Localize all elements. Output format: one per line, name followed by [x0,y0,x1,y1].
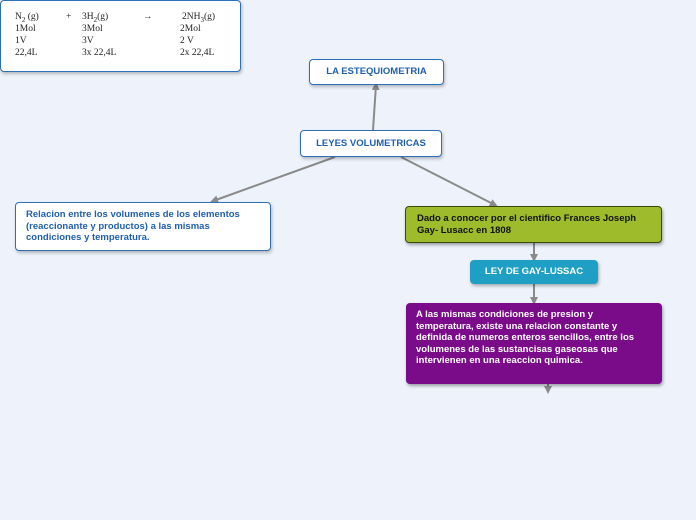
eq-nh3-symbol: 2NH [182,12,201,22]
eq-vol-h2: 3V [82,36,94,46]
eq-vol-n2: 1V [15,36,27,46]
eq-n2-state: (g) [25,12,39,22]
eq-n2-subscript: 2 [21,15,26,24]
eq-litros-h2: 3x 22,4L [82,48,117,58]
node-la-estequiometria-label: LA ESTEQUIOMETRIA [326,66,427,78]
eq-nh3-state: (g) [203,12,216,22]
eq-nh3: 2NH3(g) [182,12,215,24]
node-ecuacion-quimica[interactable]: N2 (g) + 3H2(g) → 2NH3(g) 1Mol 3Mol 2Mol… [0,0,241,72]
eq-h2-state: (g) [97,12,109,22]
node-relacion-label: Relacion entre los volumenes de los elem… [26,209,240,243]
eq-vol-nh3: 2 V [180,36,194,46]
eq-litros-nh3: 2x 22,4L [180,48,215,58]
node-definicion-ley-label: A las mismas condiciones de presion y te… [416,309,635,366]
node-ley-de-gay-lussac[interactable]: LEY DE GAY-LUSSAC [470,260,598,284]
eq-h2-subscript: 2 [93,15,98,24]
eq-h2: 3H2(g) [82,12,108,24]
node-la-estequiometria[interactable]: LA ESTEQUIOMETRIA [309,59,444,85]
eq-nh3-subscript: 3 [200,15,204,24]
eq-mol-nh3: 2Mol [180,24,201,34]
eq-mol-n2: 1Mol [15,24,36,34]
node-dado-a-conocer-label: Dado a conocer por el cientifico Frances… [417,213,637,236]
connector-leyes-to-estequiometria [371,82,380,131]
eq-n2: N2 (g) [15,12,39,24]
connector-leyes-to-relacion [210,156,336,204]
node-dado-a-conocer[interactable]: Dado a conocer por el cientifico Frances… [405,206,662,243]
eq-mol-h2: 3Mol [82,24,103,34]
node-leyes-volumetricas-label: LEYES VOLUMETRICAS [316,137,426,149]
eq-n2-symbol: N [15,12,22,22]
node-relacion[interactable]: Relacion entre los volumenes de los elem… [15,202,271,251]
eq-arrow: → [143,12,153,22]
node-definicion-ley[interactable]: A las mismas condiciones de presion y te… [406,303,662,384]
node-ley-de-gay-lussac-label: LEY DE GAY-LUSSAC [484,266,584,278]
eq-h2-symbol: 3H [82,12,94,22]
connector-leyes-to-dado [400,156,498,207]
eq-plus: + [66,12,72,22]
eq-litros-n2: 22,4L [15,48,38,58]
node-leyes-volumetricas[interactable]: LEYES VOLUMETRICAS [300,130,442,157]
